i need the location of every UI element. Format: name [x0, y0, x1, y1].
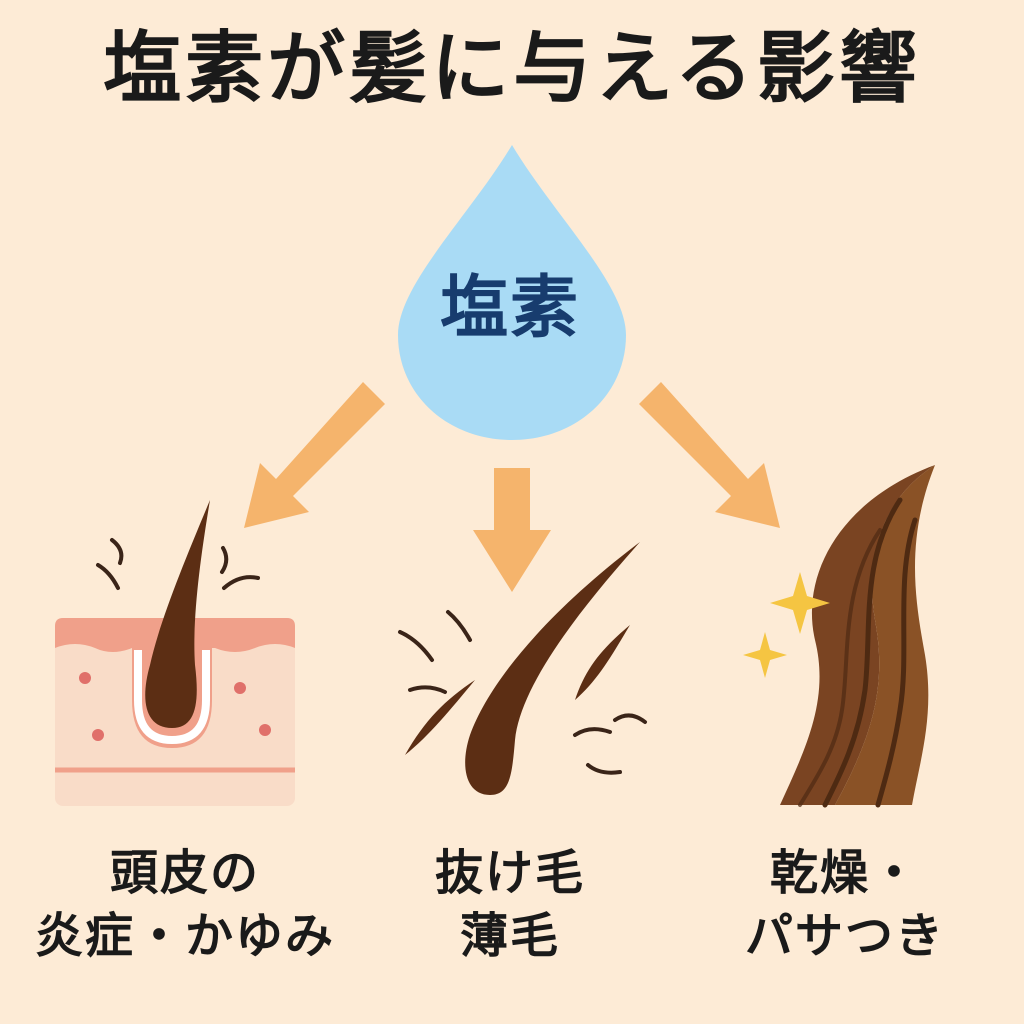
- arrow-left: [244, 382, 385, 528]
- caption-dryness: 乾燥・ パサつき: [690, 842, 1000, 969]
- caption-line: 抜け毛: [434, 845, 585, 901]
- falling-hair-icon: [398, 542, 647, 795]
- sparkle-icon: [743, 572, 830, 678]
- scalp-hair-follicle-icon: [55, 500, 295, 806]
- arrow-down: [473, 468, 551, 592]
- caption-line: 炎症・かゆみ: [34, 908, 335, 965]
- dry-wavy-hair-icon: [780, 465, 935, 808]
- caption-line: パサつき: [744, 908, 945, 965]
- caption-line: 頭皮の: [109, 845, 260, 901]
- caption-line: 薄毛: [459, 908, 560, 965]
- chlorine-label: 塩素: [439, 269, 580, 348]
- arrow-right: [639, 382, 780, 528]
- caption-scalp-inflammation: 頭皮の 炎症・かゆみ: [20, 842, 350, 969]
- water-drop-icon: [398, 145, 626, 440]
- caption-line: 乾燥・: [769, 845, 920, 901]
- page-title: 塩素が髪に与える影響: [103, 24, 921, 114]
- caption-hair-loss: 抜け毛 薄毛: [375, 842, 645, 969]
